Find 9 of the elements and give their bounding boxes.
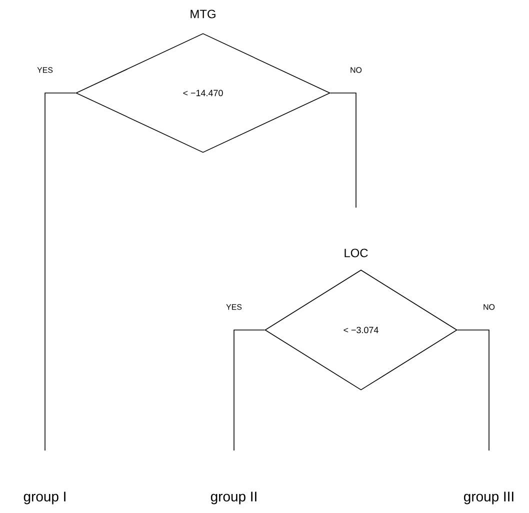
connector-line [234,330,265,451]
leaf-label: group I [24,492,66,504]
connector-line [44,92,76,451]
connector-line [330,92,356,208]
diamond-heading: LOC [344,248,368,258]
connector-line [457,330,490,451]
diamond-heading: MTG [190,10,216,18]
leaf-label: group III [464,492,514,504]
leaf-label: group II [210,492,256,504]
